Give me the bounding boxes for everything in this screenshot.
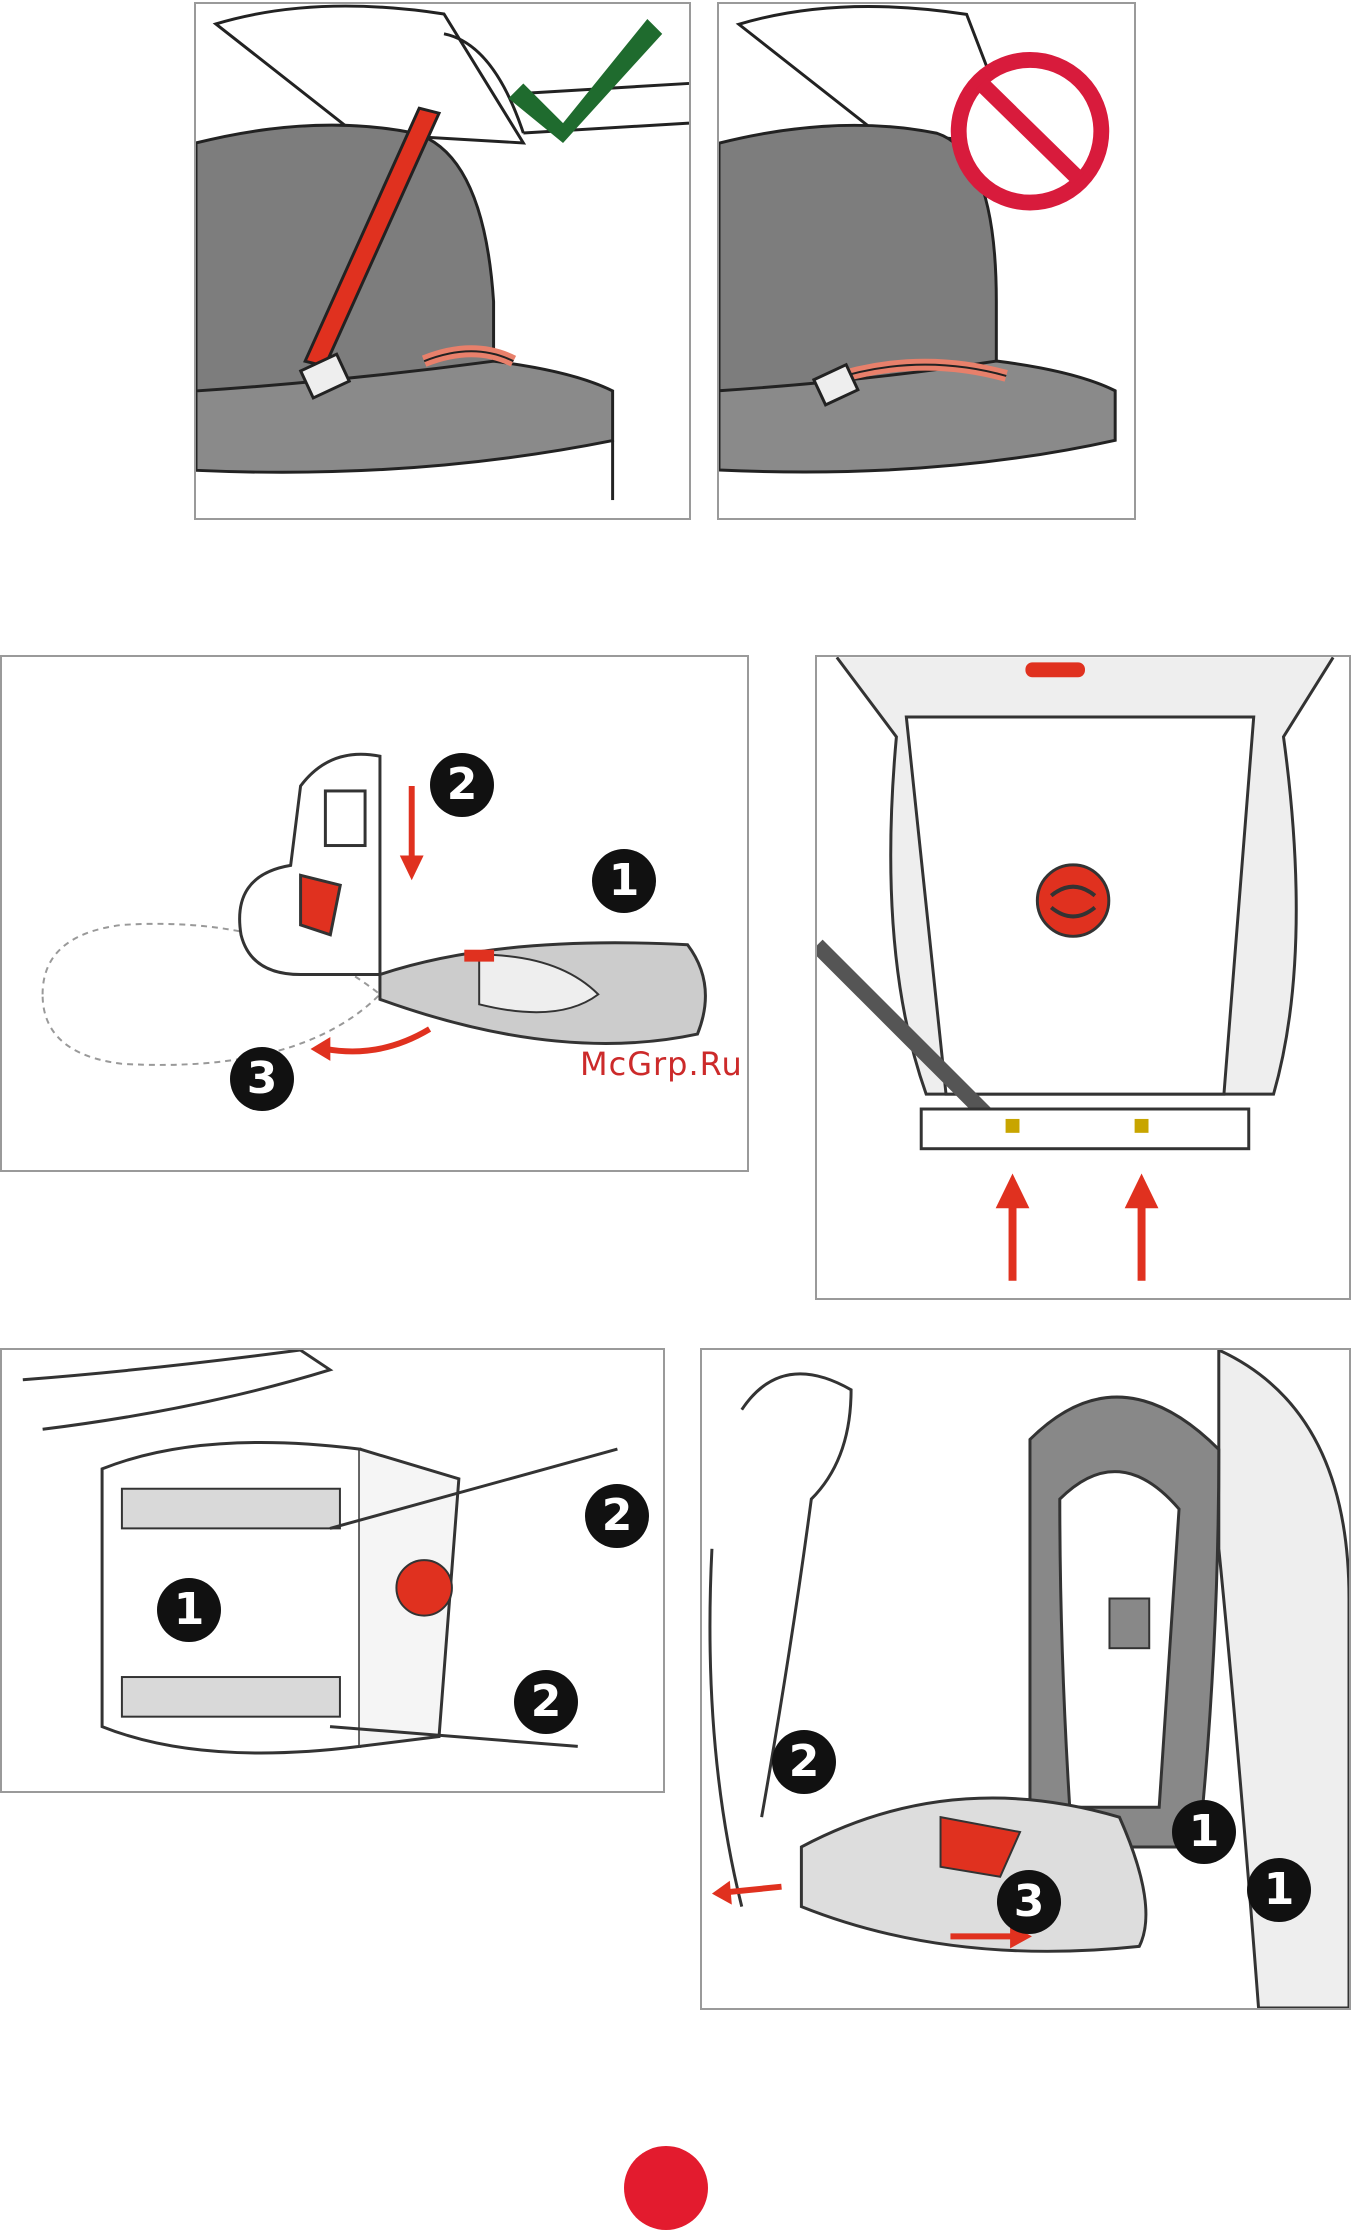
isofix-base-illustration [817,657,1349,1298]
panel-strap-release: 1 2 2 [0,1348,665,1793]
panel-prohibited-belt [717,2,1136,520]
page-marker-dot [624,2146,708,2230]
fold-booster-illustration [2,657,747,1170]
panel-isofix-connectors [815,655,1351,1300]
check-icon [196,4,689,518]
watermark: McGrp.Ru [580,1045,743,1083]
step-number-2: 2 [585,1484,649,1548]
step-number-1: 1 [1247,1858,1311,1922]
panel-fold-booster: 2 1 3 [0,655,749,1172]
step-number-2: 2 [514,1670,578,1734]
panel-correct-belt [194,2,691,520]
step-number-1: 1 [157,1578,221,1642]
step-number-3: 3 [230,1047,294,1111]
prohibited-icon [719,4,1134,518]
step-number-1: 1 [592,849,656,913]
panel-install-booster: 2 3 1 1 [700,1348,1351,2010]
step-number-2: 2 [430,753,494,817]
step-number-1: 1 [1172,1800,1236,1864]
step-number-2: 2 [772,1730,836,1794]
step-number-3: 3 [997,1870,1061,1934]
